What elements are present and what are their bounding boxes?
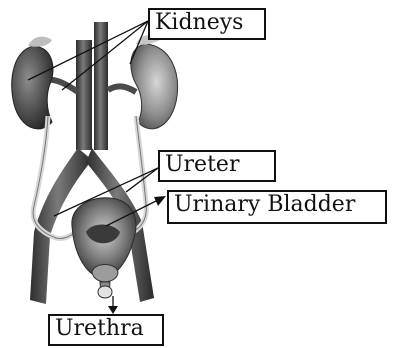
urethra-tip <box>98 286 112 298</box>
urinary-bladder-arrowhead <box>154 196 166 206</box>
adrenal-left <box>28 37 52 47</box>
urethra-arrowhead <box>108 306 118 314</box>
urethra-label: Urethra <box>48 314 164 346</box>
prostate <box>92 265 118 282</box>
ureter-label: Ureter <box>158 150 276 182</box>
renal-vessel-right <box>108 86 136 92</box>
bladder-group <box>72 198 136 298</box>
vena-cava <box>76 40 92 150</box>
kidneys-label: Kidneys <box>148 8 266 40</box>
urinary-bladder-label: Urinary Bladder <box>167 190 387 224</box>
